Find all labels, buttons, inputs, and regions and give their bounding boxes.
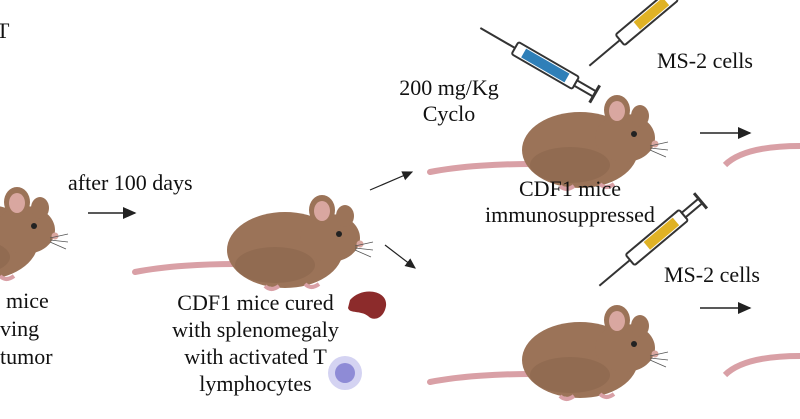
cured-mice-label-2: with splenomegaly	[172, 317, 339, 342]
tail-partial	[722, 143, 800, 168]
cured-mice-label-4: lymphocytes	[199, 371, 312, 396]
ms2-cells-label-bottom: MS-2 cells	[664, 262, 760, 287]
mouse-icon	[135, 195, 373, 289]
dose-label-2: Cyclo	[422, 101, 476, 126]
ms2-cells-label-top: MS-2 cells	[657, 48, 753, 73]
timeline-label: after 100 days	[68, 170, 193, 195]
left-mice-label-1: mice	[6, 288, 49, 313]
left-mice-label-3: tumor	[0, 344, 53, 369]
syringe-icon	[581, 0, 699, 75]
mouse-icon	[430, 305, 668, 399]
cured-mice-label-3: with activated T	[184, 344, 327, 369]
arrow-icon	[369, 171, 414, 191]
arrow-icon	[384, 244, 416, 269]
immunosuppressed-label-1: CDF1 mice	[518, 176, 622, 201]
syringe-icon	[473, 17, 602, 105]
dose-label-1: 200 mg/Kg	[399, 75, 499, 100]
immunosuppressed-label-2: immunosuppressed	[485, 202, 655, 227]
partial-letter: T	[0, 18, 10, 43]
tail-partial	[722, 353, 800, 378]
mouse-icon	[0, 187, 68, 281]
lymphocyte-icon	[328, 356, 362, 390]
cured-mice-label-1: CDF1 mice cured	[177, 290, 334, 315]
spleen-icon	[348, 291, 387, 319]
left-mice-label-2: ving	[0, 316, 40, 341]
syringe-icon	[591, 191, 709, 295]
